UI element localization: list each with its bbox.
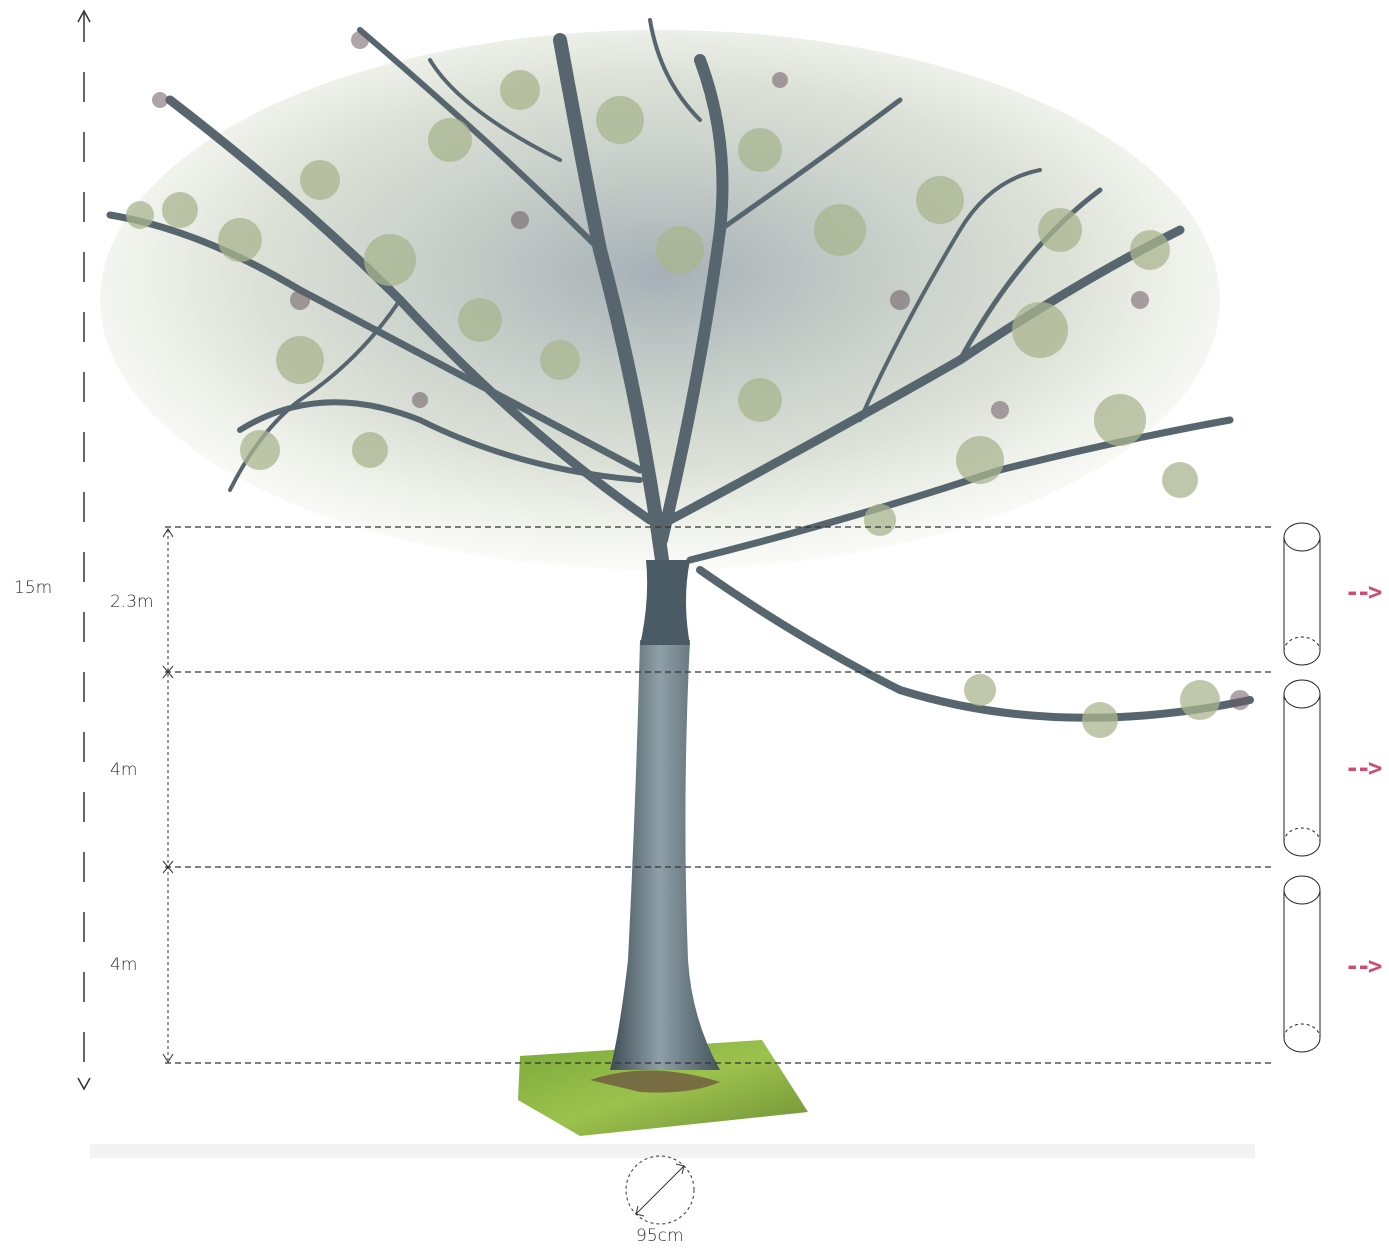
total-height-dimension xyxy=(77,9,91,1091)
down-arrow-icon xyxy=(77,1077,91,1091)
tick-cross-icon xyxy=(162,860,174,874)
height-markers xyxy=(165,526,1275,1064)
cylinder-icon xyxy=(1283,679,1321,857)
total-height-label: 15m xyxy=(14,578,53,598)
pink-arrow-icon: --> xyxy=(1345,754,1382,782)
tick-cross-icon xyxy=(162,665,174,679)
segment-label-bottom: 4m xyxy=(110,955,138,975)
trunk xyxy=(610,640,720,1070)
segment-ticks xyxy=(162,528,174,1063)
root-flare xyxy=(590,1070,720,1093)
branches xyxy=(106,18,1254,722)
tick-up-arrow-icon xyxy=(162,528,174,538)
ground-shadow xyxy=(90,1144,1255,1158)
cylinder-icon xyxy=(1283,522,1321,666)
tick-down-arrow-icon xyxy=(162,1053,174,1063)
canopy xyxy=(100,30,1220,570)
foliage xyxy=(126,70,1220,738)
cylinders xyxy=(1283,522,1321,1053)
diameter-label: 95cm xyxy=(636,1226,684,1246)
pink-arrow-icon: --> xyxy=(1345,952,1382,980)
foliage-dark xyxy=(152,31,1250,710)
cylinder-icon xyxy=(1283,875,1321,1053)
trunk-upper xyxy=(640,560,690,645)
segment-label-middle: 4m xyxy=(110,760,138,780)
pink-arrow-icon: --> xyxy=(1345,578,1382,606)
up-arrow-icon xyxy=(77,9,91,23)
segment-label-top: 2.3m xyxy=(110,592,154,612)
diameter-circle-icon xyxy=(625,1155,695,1225)
